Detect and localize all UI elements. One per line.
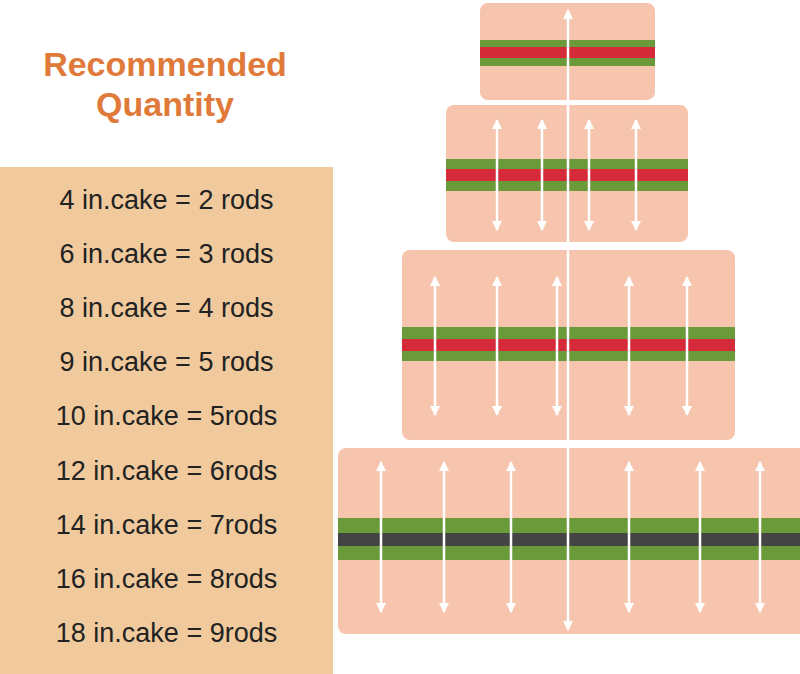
dowel-rod-arrow <box>496 277 499 415</box>
dowel-rod-arrow <box>588 120 591 230</box>
dowel-rod-arrow <box>510 462 513 612</box>
dowel-rod-arrow <box>699 462 702 612</box>
dowel-rod-arrow <box>443 462 446 612</box>
dowel-rod-arrow <box>541 120 544 230</box>
dowel-rod-arrow <box>635 120 638 230</box>
dowel-rod-arrow <box>759 462 762 612</box>
dowel-rod-arrow <box>556 277 559 415</box>
quantity-row: 16 in.cake = 8rods <box>56 563 277 595</box>
quantity-row: 12 in.cake = 6rods <box>56 455 277 487</box>
dowel-rod-arrow <box>380 462 383 612</box>
heading: Recommended Quantity <box>0 44 330 124</box>
quantity-row: 14 in.cake = 7rods <box>56 509 277 541</box>
dowel-rod-arrow <box>686 277 689 415</box>
dowel-rod-arrow <box>567 10 570 630</box>
dowel-rod-arrow <box>496 120 499 230</box>
quantity-row: 6 in.cake = 3 rods <box>60 238 274 270</box>
dowel-rod-arrow <box>434 277 437 415</box>
quantity-row: 8 in.cake = 4 rods <box>60 292 274 324</box>
dowel-rod-arrow <box>628 462 631 612</box>
quantity-panel: 4 in.cake = 2 rods 6 in.cake = 3 rods 8 in… <box>0 167 333 674</box>
quantity-row: 9 in.cake = 5 rods <box>60 346 274 378</box>
quantity-row: 4 in.cake = 2 rods <box>60 184 274 216</box>
quantity-row: 18 in.cake = 9rods <box>56 617 277 649</box>
dowel-rod-arrow <box>628 277 631 415</box>
quantity-row: 10 in.cake = 5rods <box>56 400 277 432</box>
